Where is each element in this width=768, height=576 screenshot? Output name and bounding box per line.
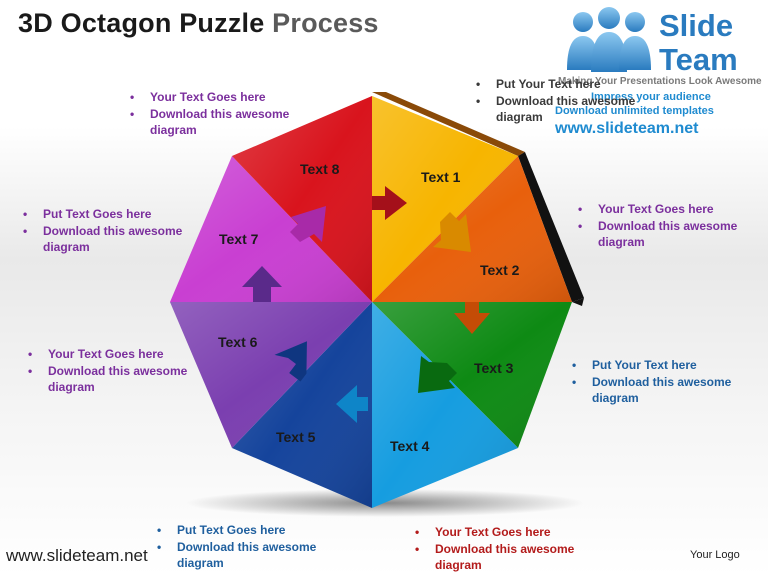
octagon-segment-shading-1 xyxy=(372,96,518,302)
arrow-8-to-1 xyxy=(372,186,407,220)
arrow-7-to-8 xyxy=(290,206,326,242)
segment-label-2: Text 2 xyxy=(480,262,520,278)
title-bold: 3D Octagon Puzzle xyxy=(18,8,265,38)
callout-left-upper: Put Text Goes here Download this awesome… xyxy=(21,206,182,256)
octagon-edge-right xyxy=(518,152,584,302)
segment-label-4: Text 4 xyxy=(390,438,430,454)
callout-line-heading: Your Text Goes here xyxy=(578,201,737,218)
arrow-6-to-7 xyxy=(242,266,282,302)
octagon-segment-shading-6 xyxy=(170,302,372,448)
logo-word-team: Team xyxy=(659,42,738,77)
callout-top-right: Put Your Text here Download this awesome… xyxy=(474,76,635,126)
segment-label-1: Text 1 xyxy=(421,169,461,185)
segment-label-5: Text 5 xyxy=(276,429,316,445)
footer-website[interactable]: www.slideteam.net xyxy=(6,546,148,565)
octagon-edge-corner xyxy=(572,298,584,306)
callout-left-lower: Your Text Goes here Download this awesom… xyxy=(26,346,187,396)
segment-label-6: Text 6 xyxy=(218,334,258,350)
callout-bottom-left: Put Text Goes here Download this awesome… xyxy=(155,522,316,572)
callout-line-heading: Your Text Goes here xyxy=(415,524,574,541)
logo-tagline: Making Your Presentations Look Awesome xyxy=(558,76,762,87)
title-light: Process xyxy=(272,8,379,38)
octagon-segment-shading-5 xyxy=(232,302,372,508)
segment-label-8: Text 8 xyxy=(300,161,340,177)
callout-line-heading: Put Your Text here xyxy=(572,357,731,374)
arrow-2-to-3 xyxy=(454,302,490,334)
octagon-segment-shading-3 xyxy=(372,302,572,448)
arrow-5-to-6 xyxy=(274,341,307,382)
callout-top-left: Your Text Goes here Download this awesom… xyxy=(128,89,289,139)
callout-right-lower: Put Your Text here Download this awesome… xyxy=(570,357,731,407)
callout-right-upper: Your Text Goes here Download this awesom… xyxy=(576,201,737,251)
callout-line-heading: Put Your Text here xyxy=(476,76,635,93)
arrow-3-to-4 xyxy=(418,356,457,393)
segment-label-3: Text 3 xyxy=(474,360,514,376)
arrow-1-to-2 xyxy=(433,212,471,252)
footer-logo-placeholder: Your Logo xyxy=(690,549,740,561)
callout-line-heading: Put Text Goes here xyxy=(23,206,182,223)
segment-label-7: Text 7 xyxy=(219,231,259,247)
octagon-segment-shading-2 xyxy=(372,156,572,302)
callout-line-heading: Put Text Goes here xyxy=(157,522,316,539)
octagon-segment-shading-7 xyxy=(170,156,372,302)
octagon-segment-shading-8 xyxy=(232,96,372,302)
logo-word-slide: Slide xyxy=(659,8,734,43)
octagon-shadow xyxy=(185,489,585,517)
slide-title: 3D Octagon Puzzle Process xyxy=(18,8,379,39)
arrow-4-to-5 xyxy=(336,385,368,423)
callout-line-heading: Your Text Goes here xyxy=(28,346,187,363)
callout-line-heading: Your Text Goes here xyxy=(130,89,289,106)
octagon-edge-top xyxy=(372,92,525,156)
team-people-icon xyxy=(567,7,651,72)
callout-bottom-right: Your Text Goes here Download this awesom… xyxy=(413,524,574,574)
octagon-segment-shading-4 xyxy=(372,302,518,508)
